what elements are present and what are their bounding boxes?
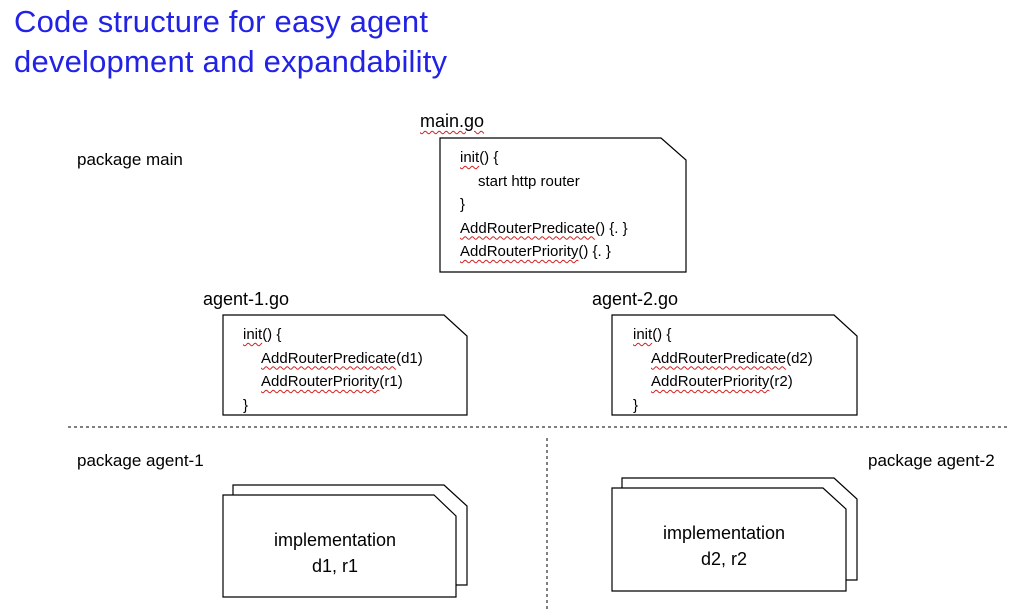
agent1-go-code: init() { AddRouterPredicate(d1) AddRoute…: [243, 323, 423, 417]
code-line: }: [633, 396, 639, 414]
code-line: }: [460, 196, 466, 213]
code-line: }: [243, 396, 249, 414]
impl-agent2-line1: implementation: [662, 523, 786, 543]
impl1-stack-front: [222, 494, 457, 598]
impl-agent2-line2: d2, r2: [700, 549, 748, 569]
code-line: init() {: [243, 326, 282, 343]
title-line-1: Code structure for easy agent: [14, 4, 429, 39]
main-go-code: init() { start http router } AddRouterPr…: [460, 146, 628, 264]
code-line: AddRouterPredicate() {. }: [460, 219, 628, 237]
code-line: AddRouterPredicate(d2): [651, 349, 813, 367]
agent2-go-filename: agent-2.go: [592, 289, 679, 309]
agent2-go-file-shape: [611, 314, 858, 416]
code-line: AddRouterPriority(r2): [651, 373, 793, 390]
agent1-go-file-shape: [222, 314, 468, 416]
package-main-label: package main: [77, 150, 183, 169]
impl-agent2-text: implementation d2, r2: [612, 520, 836, 572]
agent2-go-code: init() { AddRouterPredicate(d2) AddRoute…: [633, 323, 813, 417]
page-title: Code structure for easy agent developmen…: [14, 2, 447, 82]
main-go-filename: main.go: [420, 111, 485, 131]
code-line: init() {: [460, 149, 499, 166]
package-agent2-label: package agent-2: [868, 451, 995, 470]
code-line: init() {: [633, 326, 672, 343]
agent1-go-filename: agent-1.go: [203, 289, 290, 309]
impl-agent1-text: implementation d1, r1: [223, 527, 447, 579]
main-go-file-shape: [439, 137, 687, 273]
impl-agent1-line2: d1, r1: [311, 556, 359, 576]
code-line: AddRouterPredicate(d1): [261, 349, 423, 367]
impl-agent1-line1: implementation: [273, 530, 397, 550]
code-line: AddRouterPriority() {. }: [460, 243, 611, 260]
code-line: start http router: [478, 172, 580, 190]
code-line: AddRouterPriority(r1): [261, 373, 403, 390]
package-agent1-label: package agent-1: [77, 451, 204, 470]
title-line-2: development and expandability: [14, 44, 448, 79]
impl2-stack-front: [611, 487, 847, 592]
